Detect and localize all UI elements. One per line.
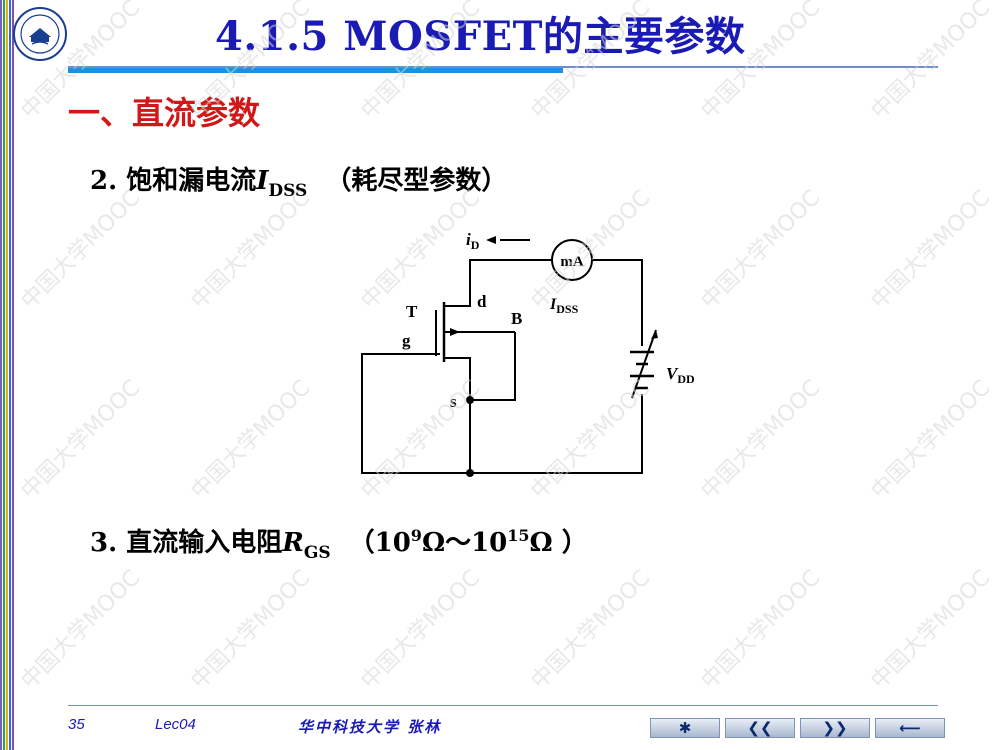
item-input-resistance: 3. 直流输入电阻RGS （109Ω～1015Ω ） [90,522,588,563]
item3-note-mid: Ω～10 [421,528,508,558]
item3-symbol: R [282,528,304,558]
item3-note-open: （10 [348,528,411,558]
item2-subscript: DSS [268,181,308,201]
watermark-text: 中国大学MOOC [867,566,996,695]
idss-label: IDSS [549,296,579,316]
wire-vdd-top [592,259,643,346]
slide-title: 4.1.5 MOSFET的主要参数 [215,13,746,60]
item2-symbol: I [256,166,269,196]
nav-back-button[interactable]: ⟵ [875,718,945,738]
item3-prefix: 3. 直流输入电阻 [90,528,283,558]
wire-gate [361,353,643,474]
variable-arrow [631,329,657,399]
d-label: d [477,292,487,311]
title-rule [68,66,938,68]
footer-school-author: 华中科技大学 张林 [298,718,442,736]
s-label: s [450,392,457,411]
item3-exp2: 15 [507,526,530,545]
t-label: T [406,302,418,321]
ammeter [551,239,593,281]
item3-subscript: GS [303,543,331,563]
watermark-text: 中国大学MOOC [187,186,316,315]
watermark-text: 中国大学MOOC [867,186,996,315]
wire-drain [445,259,552,307]
node-source [466,396,474,404]
item2-note: （耗尽型参数） [325,166,508,196]
watermark-text: 中国大学MOOC [867,376,996,505]
left-stripes [0,0,16,750]
watermark-text: 中国大学MOOC [17,376,146,505]
university-logo [13,7,67,61]
title-accent-bar [68,68,563,73]
footer-rule [68,705,938,706]
wire-source [445,357,471,473]
nav-next-button[interactable]: ❯❯ [800,718,870,738]
item3-note-close: Ω ） [529,528,588,558]
watermark-text: 中国大学MOOC [697,566,826,695]
b-label: B [511,309,522,328]
section-heading: 一、直流参数 [68,94,261,132]
watermark-text: 中国大学MOOC [187,566,316,695]
footer-lecture: Lec04 [155,716,196,733]
watermark-text: 中国大学MOOC [867,0,996,124]
ammeter-label: mA [560,254,583,270]
vdd-label: VDD [666,364,695,386]
mosfet-test-circuit: mA iD IDSS T g d B s VDD [361,230,695,477]
item-saturation-current: 2. 饱和漏电流IDSS （耗尽型参数） [90,160,507,201]
watermark-text: 中国大学MOOC [187,376,316,505]
footer-page-number: 35 [68,716,85,733]
watermark-text: 中国大学MOOC [17,186,146,315]
item3-exp1: 9 [410,526,422,545]
node-bottom [466,469,474,477]
watermark-text: 中国大学MOOC [357,566,486,695]
nav-home-button[interactable]: ✱ [650,718,720,738]
watermark-text: 中国大学MOOC [17,566,146,695]
item2-prefix: 2. 饱和漏电流 [90,166,257,196]
nav-prev-button[interactable]: ❮❮ [725,718,795,738]
watermark-text: 中国大学MOOC [527,566,656,695]
wire-substrate [470,332,516,401]
id-label: iD [466,230,480,252]
g-label: g [402,331,411,350]
